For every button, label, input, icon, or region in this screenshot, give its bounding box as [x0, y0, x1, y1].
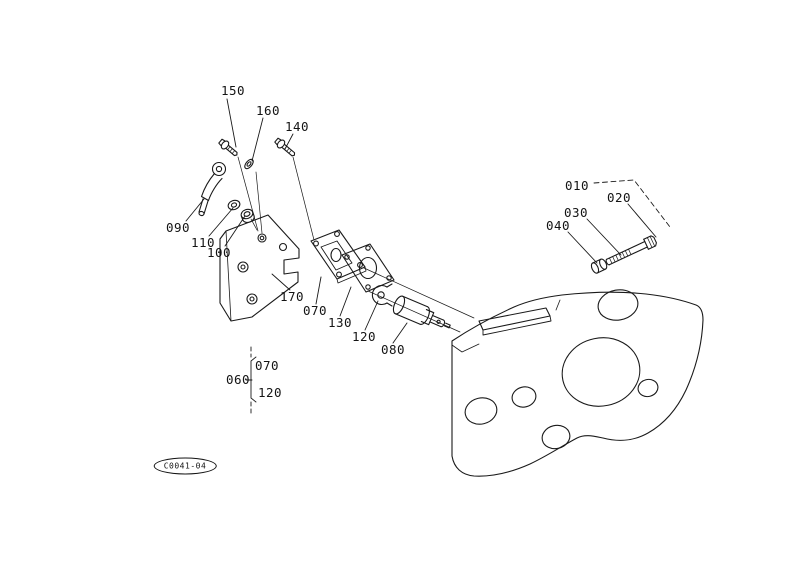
assembly-axis-lines	[237, 156, 475, 333]
part-label-020: 020	[606, 189, 632, 205]
part-label-150: 150	[220, 82, 246, 98]
bracket-170	[219, 214, 300, 322]
part-label-120b: 120	[257, 384, 283, 400]
part-label-070b: 070	[254, 357, 280, 373]
cover-plate-070	[310, 229, 367, 284]
screw-150	[218, 138, 238, 157]
part-label-070: 070	[302, 302, 328, 318]
assembly-dash-010	[593, 179, 671, 228]
part-label-010: 010	[564, 177, 590, 193]
engine-block	[451, 289, 704, 477]
bolt-140	[274, 137, 296, 157]
figure-code-badge: C0041-04	[153, 457, 217, 475]
bolt-020-030	[605, 235, 657, 266]
part-label-060: 060	[225, 371, 251, 387]
part-label-080: 080	[380, 341, 406, 357]
part-label-140: 140	[284, 118, 310, 134]
lever-090	[198, 161, 227, 217]
nut-100	[240, 208, 255, 223]
part-label-090: 090	[165, 219, 191, 235]
washer-160	[244, 158, 254, 170]
assembly-bracket-060	[250, 346, 257, 416]
part-label-170: 170	[279, 288, 305, 304]
part-label-120: 120	[351, 328, 377, 344]
part-label-130: 130	[327, 314, 353, 330]
gasket-130	[341, 243, 395, 293]
clip-120	[371, 283, 393, 307]
spacer-040	[590, 258, 608, 274]
solenoid-080	[392, 295, 451, 329]
part-label-040: 040	[545, 217, 571, 233]
leader-lines	[185, 98, 657, 381]
part-label-030: 030	[563, 204, 589, 220]
part-label-110: 110	[190, 234, 216, 250]
part-label-100: 100	[206, 244, 232, 260]
washer-110	[227, 199, 241, 211]
part-label-160: 160	[255, 102, 281, 118]
